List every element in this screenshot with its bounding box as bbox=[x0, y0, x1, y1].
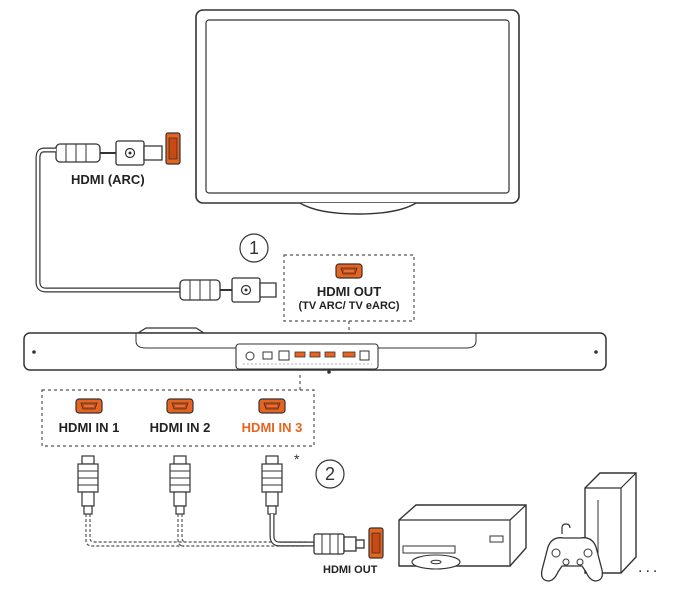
hdmi-arc-cable bbox=[35, 147, 180, 293]
hdmi-plug-icon bbox=[261, 455, 283, 515]
hdmi-plug-icon bbox=[179, 277, 277, 303]
hdmi-plug-icon bbox=[77, 455, 99, 515]
soundbar-icon bbox=[23, 327, 607, 374]
device-hdmi-out-port-icon bbox=[368, 527, 384, 559]
hdmi-out-label: HDMI OUT bbox=[316, 284, 382, 299]
step-1-number: 1 bbox=[248, 238, 260, 258]
hdmi-port-icon bbox=[166, 398, 194, 414]
hdmi-plug-icon bbox=[169, 455, 191, 515]
device-hdmi-out-label: HDMI OUT bbox=[323, 564, 378, 576]
hdmi-port-icon bbox=[258, 398, 286, 414]
hdmi-in-2-label: HDMI IN 2 bbox=[149, 420, 211, 435]
gamepad-icon bbox=[540, 523, 604, 582]
hdmi-in-3-cable bbox=[269, 514, 318, 547]
hdmi-out-sublabel: (TV ARC/ TV eARC) bbox=[298, 300, 400, 312]
step-2-marker bbox=[315, 459, 345, 489]
asterisk-note: * bbox=[294, 451, 300, 467]
hdmi-plug-icon bbox=[55, 140, 163, 166]
step-1-marker bbox=[239, 233, 269, 263]
tv-icon bbox=[195, 9, 520, 215]
more-devices-ellipsis: ... bbox=[638, 559, 661, 576]
game-console-icon bbox=[584, 472, 637, 574]
hdmi-plug-icon bbox=[313, 533, 365, 555]
hdmi-port-icon bbox=[75, 398, 103, 414]
hdmi-in-callout-box bbox=[41, 389, 315, 447]
step-2-number: 2 bbox=[324, 464, 336, 484]
hdmi-in-1-label: HDMI IN 1 bbox=[58, 420, 120, 435]
blu-ray-player-icon bbox=[398, 504, 527, 570]
hdmi-arc-label: HDMI (ARC) bbox=[71, 172, 145, 187]
hdmi-in-3-label: HDMI IN 3 bbox=[241, 420, 303, 435]
hdmi-port-icon bbox=[335, 263, 363, 279]
tv-hdmi-arc-port-icon bbox=[165, 132, 181, 165]
optional-cables bbox=[85, 514, 306, 547]
